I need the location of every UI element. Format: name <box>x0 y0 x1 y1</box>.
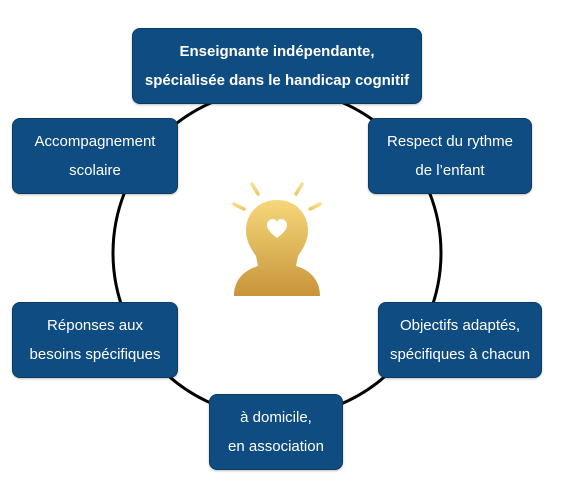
node-specific-needs: Réponses aux besoins spécifiques <box>12 302 178 378</box>
node-lower-left-line1: Réponses aux <box>47 317 143 334</box>
node-top-line2: spécialisée dans le handicap cognitif <box>144 72 410 89</box>
node-upper-left-line1: Accompagnement <box>34 133 156 150</box>
node-upper-right-line1: Respect du rythme <box>387 133 513 150</box>
node-adapted-goals: Objectifs adaptés, spécifiques à chacun <box>378 302 542 378</box>
node-top-teacher: Enseignante indépendante, spécialisée da… <box>132 28 422 104</box>
node-school-support: Accompagnement scolaire <box>12 118 178 194</box>
person-with-lightbulb-head-and-heart-icon <box>220 172 330 302</box>
node-lower-left-line2: besoins spécifiques <box>29 346 161 363</box>
node-bottom-line2: en association <box>228 438 324 455</box>
node-lower-right-line1: Objectifs adaptés, <box>399 317 521 334</box>
node-lower-right-line2: spécifiques à chacun <box>389 346 531 363</box>
node-bottom-line1: à domicile, <box>240 409 312 426</box>
node-child-pace: Respect du rythme de l’enfant <box>368 118 532 194</box>
node-upper-right-line2: de l’enfant <box>415 162 485 179</box>
node-top-line1: Enseignante indépendante, <box>179 43 375 60</box>
node-home-association: à domicile, en association <box>209 394 343 470</box>
node-upper-left-line2: scolaire <box>69 162 121 179</box>
